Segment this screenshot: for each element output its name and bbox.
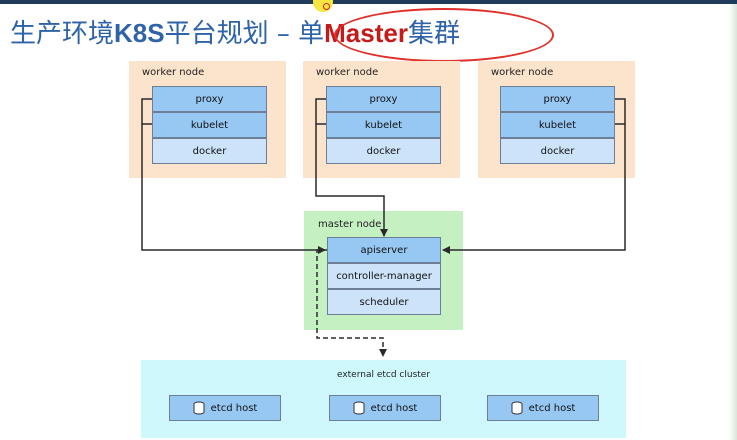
worker-node-label: worker node xyxy=(316,67,379,78)
kubelet-box: kubelet xyxy=(326,112,441,138)
apiserver-box: apiserver xyxy=(327,237,441,263)
etcd-host-label: etcd host xyxy=(528,402,576,414)
scheduler-box: scheduler xyxy=(327,289,441,315)
etcd-host-2: etcd host xyxy=(329,395,441,421)
etcd-host-3: etcd host xyxy=(487,395,599,421)
etcd-host-label: etcd host xyxy=(210,402,258,414)
apiserver-to-etcd-arrow xyxy=(316,249,387,357)
database-icon xyxy=(353,401,365,415)
master-node-label: master node xyxy=(318,219,382,230)
worker3-to-apiserver-arrow xyxy=(442,124,626,254)
worker2-bracket xyxy=(315,98,326,125)
worker-node-label: worker node xyxy=(142,67,205,78)
controller-manager-box: controller-manager xyxy=(327,263,441,289)
proxy-box: proxy xyxy=(152,86,267,112)
etcd-host-label: etcd host xyxy=(370,402,418,414)
slide-edge xyxy=(729,4,737,440)
top-bar xyxy=(0,0,737,4)
docker-box: docker xyxy=(326,138,441,164)
proxy-box: proxy xyxy=(326,86,441,112)
worker-node-2: worker node proxy kubelet docker xyxy=(303,61,460,178)
etcd-cluster-label: external etcd cluster xyxy=(336,370,431,380)
worker1-bracket xyxy=(141,98,152,125)
docker-box: docker xyxy=(500,138,615,164)
worker-node-label: worker node xyxy=(491,67,554,78)
database-icon xyxy=(511,401,523,415)
title-prefix: 生产环境 xyxy=(10,19,115,49)
proxy-box: proxy xyxy=(500,86,615,112)
docker-box: docker xyxy=(152,138,267,164)
etcd-host-1: etcd host xyxy=(169,395,281,421)
pointer-dot-icon xyxy=(323,3,330,10)
worker3-bracket xyxy=(615,98,626,125)
worker2-to-apiserver-arrow xyxy=(315,124,388,237)
etcd-cluster: external etcd cluster etcd host etcd hos… xyxy=(141,360,626,438)
worker-node-3: worker node proxy kubelet docker xyxy=(478,61,635,178)
title-middle: 平台规划 – 单 xyxy=(164,19,325,49)
kubelet-box: kubelet xyxy=(152,112,267,138)
kubelet-box: kubelet xyxy=(500,112,615,138)
title-k8s: K8S xyxy=(114,18,165,48)
worker1-to-apiserver-arrow xyxy=(141,124,326,254)
worker-node-1: worker node proxy kubelet docker xyxy=(129,61,286,178)
database-icon xyxy=(193,401,205,415)
